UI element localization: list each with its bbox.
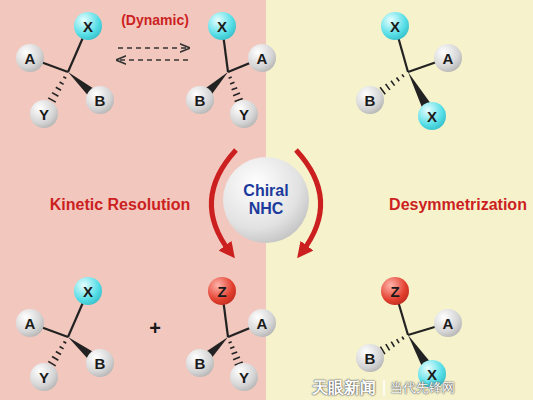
- hashed-bond: [230, 347, 234, 349]
- atom-label: A: [25, 51, 36, 66]
- hashed-bond: [52, 356, 58, 360]
- hashed-bond: [56, 351, 61, 354]
- strategy-label: Desymmetrization: [389, 196, 527, 214]
- atom-circle: X: [74, 277, 102, 305]
- watermark: 当代先锋网: [390, 379, 455, 397]
- plus-sign: +: [149, 317, 161, 340]
- atom-circle: B: [86, 86, 114, 114]
- hashed-bond: [397, 339, 399, 343]
- hashed-bond: [402, 337, 404, 340]
- atom-circle: Z: [208, 277, 236, 305]
- hashed-bond: [60, 346, 64, 348]
- condition-label: (Dynamic): [121, 12, 189, 28]
- atom-label: A: [257, 316, 268, 331]
- atom-label: Y: [239, 370, 249, 385]
- atom-label: A: [25, 316, 36, 331]
- atom-label: B: [365, 351, 376, 366]
- atom-circle: Y: [230, 363, 258, 391]
- atom-label: X: [390, 19, 400, 34]
- hashed-bond: [396, 78, 399, 82]
- atom-circle: B: [86, 349, 114, 377]
- atom-label: Z: [217, 284, 226, 299]
- atom-label: B: [95, 356, 106, 371]
- atom-circle: B: [186, 349, 214, 377]
- watermark-separator: [383, 380, 385, 396]
- atom-label: X: [427, 109, 437, 124]
- atom-label: Y: [39, 107, 49, 122]
- atom-circle: X: [208, 12, 236, 40]
- atom-circle: A: [248, 309, 276, 337]
- hashed-bond: [391, 342, 394, 347]
- atom-label: Z: [390, 284, 399, 299]
- atom-label: B: [195, 93, 206, 108]
- hashed-bond: [233, 357, 240, 360]
- equilibrium-arrow: [118, 47, 188, 49]
- atom-circle: A: [434, 44, 462, 72]
- catalyst-label: Chiral NHC: [235, 182, 297, 219]
- atom-label: B: [195, 356, 206, 371]
- atom-circle: B: [356, 344, 384, 372]
- hashed-bond: [229, 342, 232, 343]
- hashed-bond: [386, 84, 390, 90]
- hashed-bond: [56, 87, 61, 90]
- equilibrium-arrow: [118, 59, 188, 61]
- atom-circle: A: [248, 44, 276, 72]
- atom-circle: B: [356, 86, 384, 114]
- hashed-bond: [63, 341, 66, 343]
- hashed-bond: [229, 77, 232, 78]
- atom-circle: Y: [230, 100, 258, 128]
- catalyst-sphere: Chiral NHC: [223, 157, 309, 243]
- atom-circle: Z: [381, 277, 409, 305]
- hashed-bond: [232, 88, 238, 90]
- atom-circle: X: [74, 12, 102, 40]
- atom-label: X: [83, 284, 93, 299]
- atom-circle: Y: [30, 363, 58, 391]
- hashed-bond: [63, 77, 66, 79]
- atom-label: A: [257, 51, 268, 66]
- hashed-bond: [391, 81, 395, 86]
- atom-label: X: [217, 19, 227, 34]
- atom-circle: A: [16, 309, 44, 337]
- atom-label: Y: [39, 370, 49, 385]
- atom-label: B: [365, 93, 376, 108]
- hashed-bond: [386, 344, 390, 350]
- hashed-bond: [230, 82, 234, 84]
- atom-label: X: [83, 19, 93, 34]
- atom-label: A: [443, 51, 454, 66]
- hashed-bond: [232, 352, 238, 354]
- hashed-bond: [60, 82, 64, 84]
- hashed-bond: [52, 93, 58, 97]
- atom-circle: X: [418, 102, 446, 130]
- atom-label: Y: [239, 107, 249, 122]
- watermark: 天眼新闻: [312, 378, 376, 399]
- hashed-bond: [233, 93, 240, 96]
- hashed-bond: [402, 74, 404, 77]
- atom-circle: X: [381, 12, 409, 40]
- atom-circle: A: [434, 309, 462, 337]
- strategy-label: Kinetic Resolution: [50, 196, 190, 214]
- atom-circle: Y: [30, 100, 58, 128]
- atom-label: A: [443, 316, 454, 331]
- atom-circle: A: [16, 44, 44, 72]
- atom-label: X: [427, 367, 437, 382]
- atom-label: B: [95, 93, 106, 108]
- atom-circle: B: [186, 86, 214, 114]
